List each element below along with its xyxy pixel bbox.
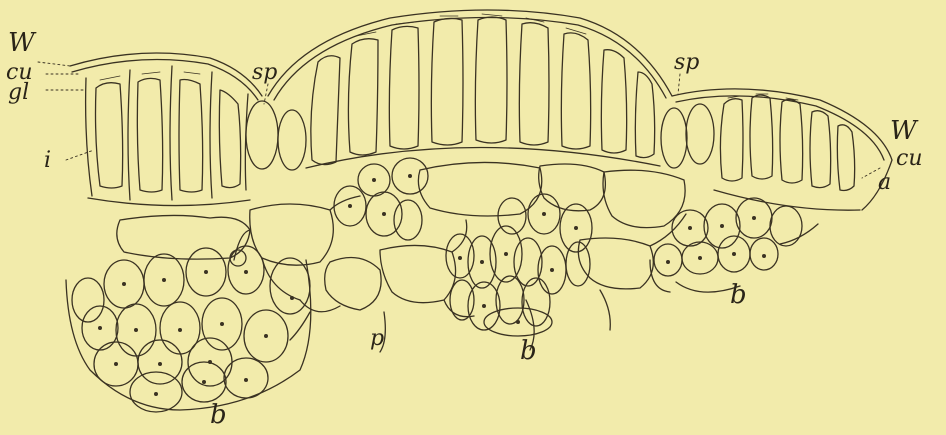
- outer-cuticle-center: [268, 10, 672, 96]
- stoma-cells-right: [661, 104, 714, 168]
- label-p-center: p: [370, 328, 384, 350]
- stoma-cells-left: [246, 101, 306, 170]
- label-a-right: a: [878, 172, 891, 194]
- label-b-center: b: [520, 338, 537, 364]
- label-gl-left: gl: [8, 82, 29, 104]
- label-cu-right: cu: [896, 148, 923, 170]
- label-i-left: i: [44, 150, 51, 172]
- outer-cuticle-center-inner: [274, 18, 666, 101]
- palisade-cells-center: [306, 17, 660, 168]
- label-sp-left: sp: [252, 62, 277, 84]
- bundle-cells-right: [650, 198, 818, 292]
- label-W-right: W: [890, 118, 917, 144]
- bundle-cells-center: [334, 158, 592, 336]
- palisade-cells-right: [714, 95, 860, 210]
- label-b-bottom-left: b: [210, 402, 227, 428]
- bundle-cells-left: [66, 246, 311, 412]
- label-b-right: b: [730, 282, 747, 308]
- label-leaders: [38, 62, 880, 178]
- label-sp-right: sp: [674, 52, 699, 74]
- label-W-left: W: [8, 30, 35, 56]
- palisade-cells-left: [86, 66, 250, 206]
